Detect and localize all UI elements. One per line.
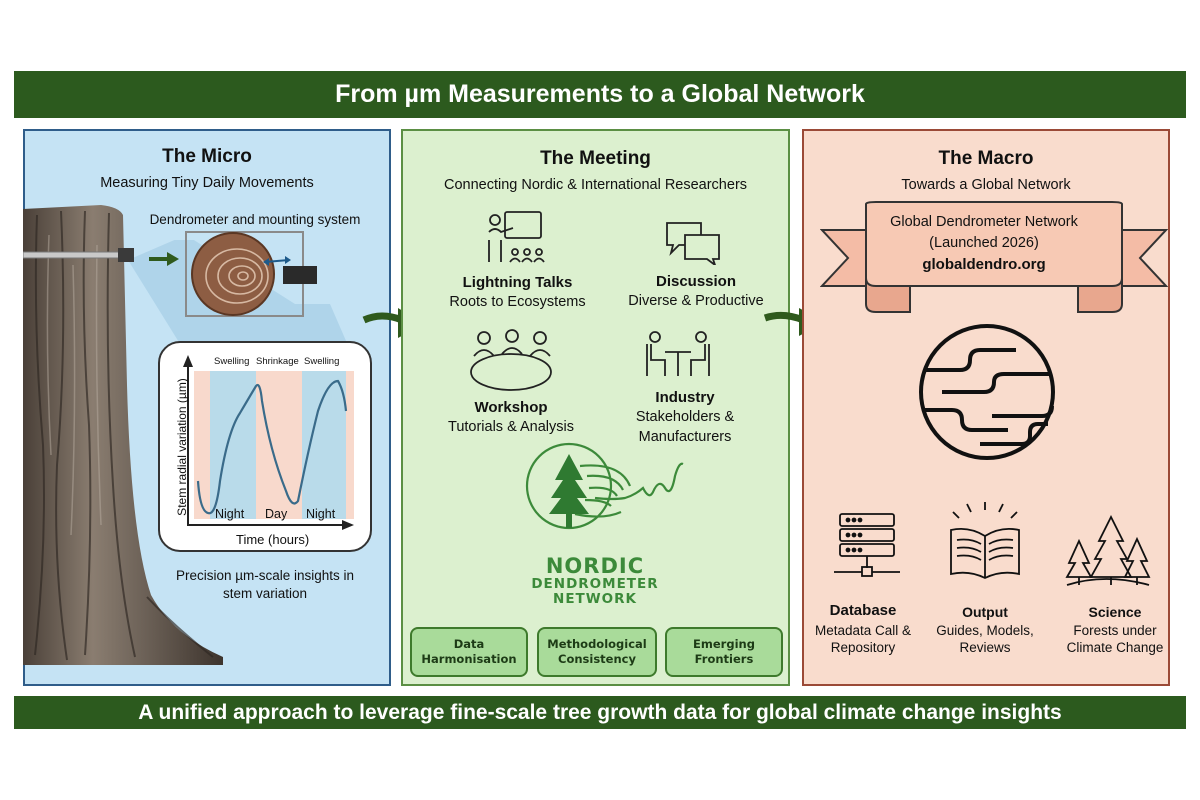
- meeting-subtitle: Connecting Nordic & International Resear…: [443, 177, 748, 193]
- micro-subtitle: Measuring Tiny Daily Movements: [100, 175, 314, 191]
- meeting-item-1-title: Lightning Talks: [462, 274, 573, 291]
- pill-2-line2: Consistency: [558, 652, 636, 666]
- banner-url: globaldendro.org: [922, 256, 1046, 273]
- micro-caption-line2: stem variation: [222, 586, 308, 601]
- macro-item-1-line2: Repository: [830, 640, 896, 655]
- phase-label-2: Shrinkage: [256, 356, 299, 367]
- macro-item-1-title: Database: [829, 602, 897, 619]
- pill-2-line1: Methodological: [547, 637, 647, 651]
- macro-item-2-title: Output: [962, 604, 1008, 620]
- open-book-icon: [950, 502, 1020, 580]
- macro-item-3-line1: Forests under: [1073, 623, 1157, 638]
- small-arrow-icon: [149, 252, 179, 266]
- meeting-table-icon: [646, 331, 710, 376]
- device-label: Dendrometer and mounting system: [149, 212, 361, 227]
- macro-title: The Macro: [938, 148, 1034, 169]
- meeting-item-2-title: Discussion: [655, 273, 737, 290]
- graph-plot: [183, 355, 354, 530]
- macro-item-2-line2: Reviews: [959, 640, 1011, 655]
- tree-trunk-image: [23, 205, 223, 665]
- micro-title: The Micro: [162, 146, 252, 167]
- graph-xlabel: Time (hours): [236, 532, 310, 547]
- period-label-3: Night: [306, 507, 336, 521]
- logo-text-network: NETWORK: [553, 591, 637, 607]
- speech-bubbles-icon: [666, 222, 720, 265]
- phase-label-1: Swelling: [214, 356, 250, 367]
- trees-icon: [1065, 515, 1151, 586]
- pill-data-harmonisation: Data Harmonisation: [410, 627, 528, 677]
- network-scroll-banner: [820, 201, 1168, 313]
- header-title: From µm Measurements to a Global Network: [335, 80, 865, 108]
- footer-banner: A unified approach to leverage fine-scal…: [14, 696, 1186, 729]
- meeting-item-3-line: Tutorials & Analysis: [448, 419, 574, 435]
- macro-item-3-line2: Climate Change: [1066, 640, 1164, 655]
- database-icon: [834, 513, 900, 577]
- banner-line1: Global Dendrometer Network: [890, 214, 1078, 230]
- macro-item-3-title: Science: [1088, 604, 1142, 620]
- meeting-item-1-line: Roots to Ecosystems: [449, 294, 586, 310]
- banner-line2: (Launched 2026): [929, 235, 1039, 251]
- pill-1-line1: Data: [453, 637, 485, 651]
- dendrometer-disc-icon: [185, 231, 317, 317]
- graph-ylabel: Stem radial variation (µm): [175, 378, 189, 516]
- meeting-title: The Meeting: [540, 148, 651, 169]
- meeting-item-3-title: Workshop: [474, 399, 548, 416]
- mounting-rod: [23, 248, 134, 262]
- macro-subtitle: Towards a Global Network: [901, 177, 1071, 193]
- period-label-2: Day: [265, 507, 288, 521]
- presenter-icon: [488, 211, 545, 263]
- pill-3-line1: Emerging: [693, 637, 755, 651]
- meeting-item-4-line2: Manufacturers: [638, 429, 732, 445]
- header-banner: From µm Measurements to a Global Network: [14, 71, 1186, 118]
- meeting-item-4-title: Industry: [655, 389, 715, 406]
- round-table-icon: [470, 329, 552, 391]
- nordic-network-logo: [525, 442, 684, 530]
- macro-item-2-line1: Guides, Models,: [936, 623, 1034, 638]
- footer-text: A unified approach to leverage fine-scal…: [138, 700, 1062, 724]
- meeting-panel: [401, 129, 790, 686]
- pill-1-line2: Harmonisation: [421, 652, 517, 666]
- meeting-item-4-line1: Stakeholders &: [635, 409, 735, 425]
- logo-text-dendrometer: DENDROMETER: [531, 576, 659, 592]
- meeting-item-2-line: Diverse & Productive: [628, 293, 764, 309]
- pill-emerging-frontiers: Emerging Frontiers: [665, 627, 783, 677]
- micro-caption-line1: Precision µm-scale insights in: [175, 568, 355, 583]
- logo-text-nordic: NORDIC: [545, 554, 645, 578]
- globe-icon: [919, 324, 1055, 460]
- period-label-1: Night: [215, 507, 245, 521]
- pill-methodological-consistency: Methodological Consistency: [537, 627, 657, 677]
- pill-3-line2: Frontiers: [694, 652, 754, 666]
- phase-label-3: Swelling: [304, 356, 340, 367]
- macro-item-1-line1: Metadata Call &: [814, 623, 912, 638]
